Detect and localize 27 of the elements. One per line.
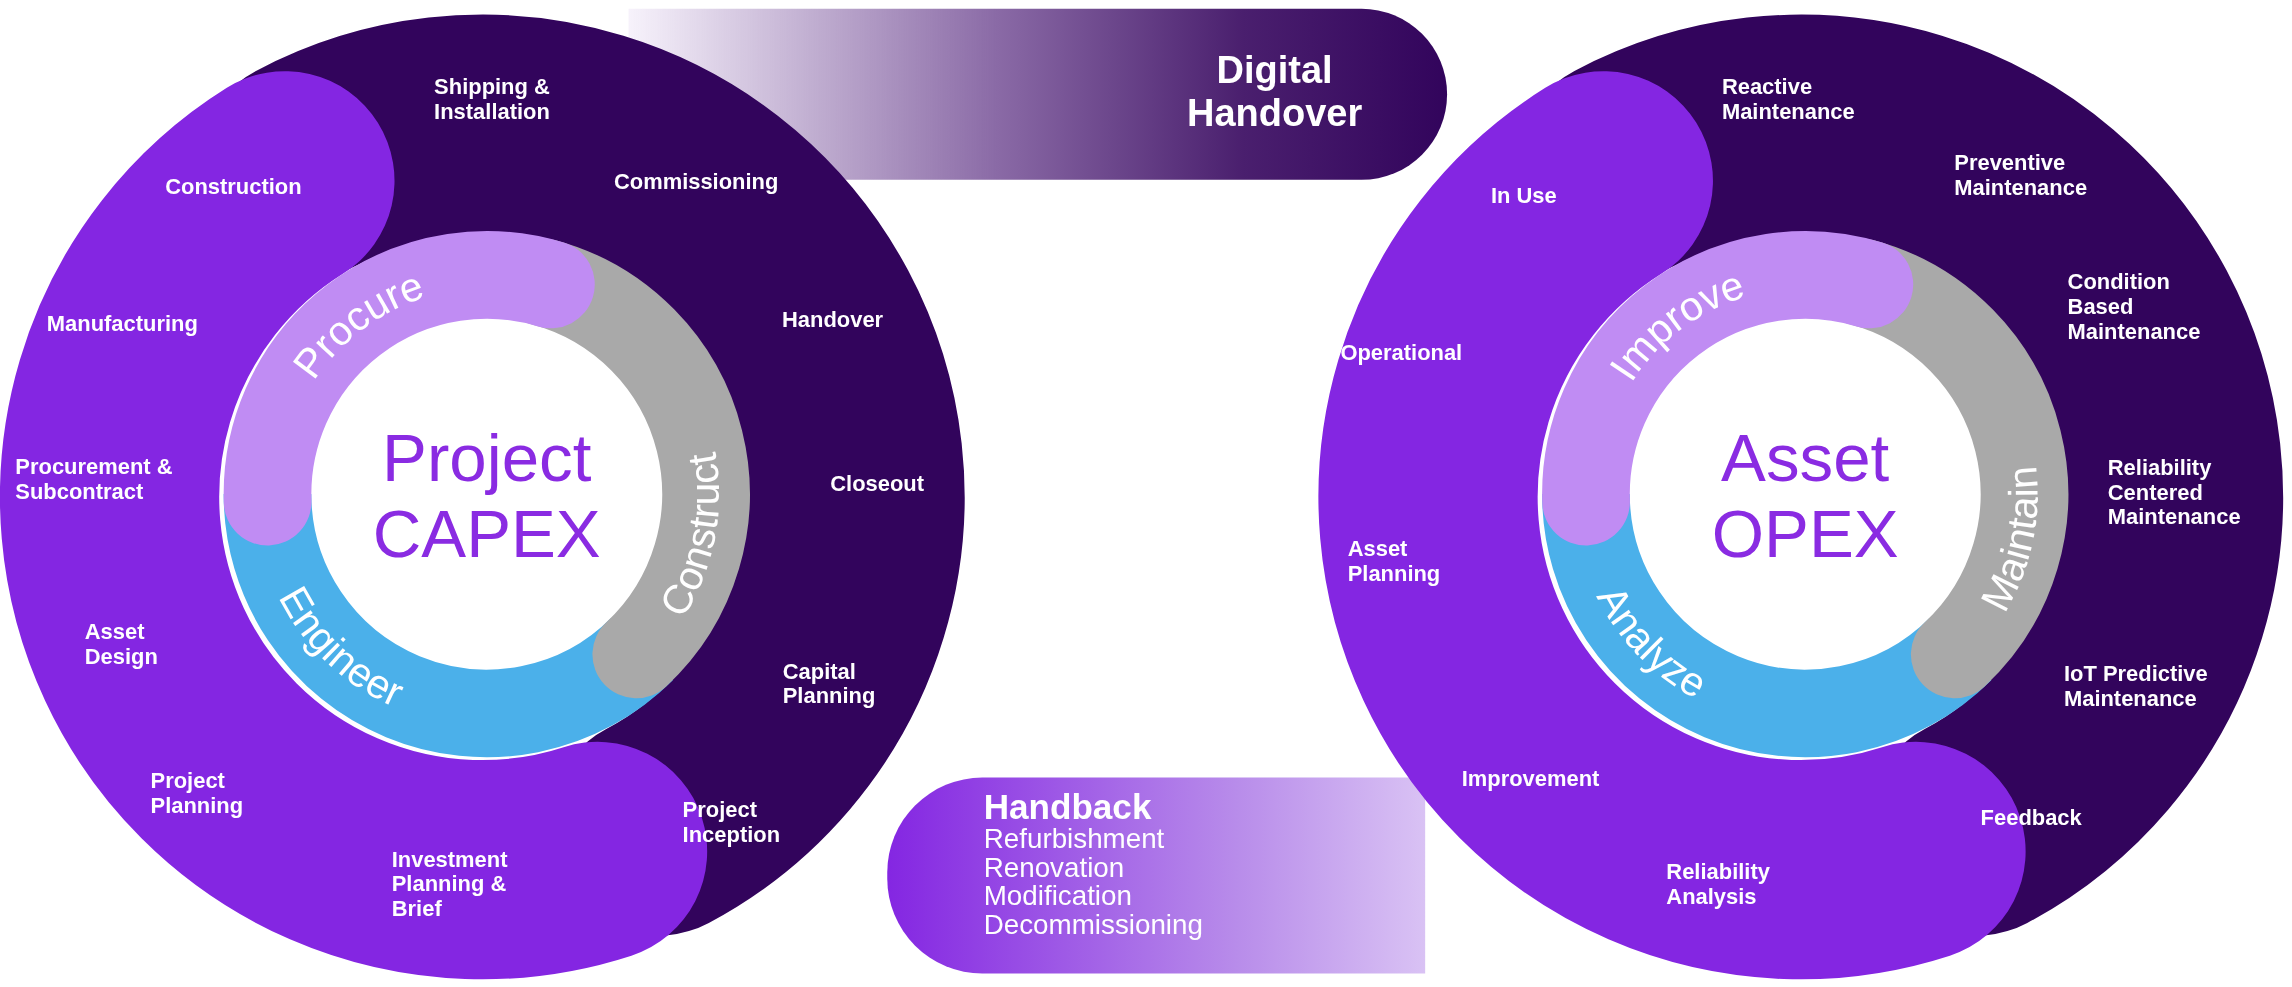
phase-label: IoT Predictive Maintenance: [2063, 662, 2209, 712]
phase-label: Investment Planning & Brief: [391, 847, 509, 922]
phase-label: Feedback: [1980, 806, 2083, 831]
band-heading: Handback: [983, 789, 1152, 826]
phase-label: In Use: [1490, 183, 1558, 209]
phase-label: Operational: [1340, 341, 1464, 366]
phase-label: Project Planning: [150, 769, 245, 819]
phase-label: Project Inception: [682, 798, 782, 848]
phase-label: Improvement: [1461, 766, 1601, 792]
band-item: Modification: [983, 881, 1132, 911]
phase-label: Procurement & Subcontract: [15, 454, 174, 504]
phase-label: Reliability Analysis: [1666, 859, 1771, 909]
phase-label: Reactive Maintenance: [1721, 74, 1856, 124]
band-item: Decommissioning: [983, 910, 1203, 939]
phase-label: Shipping & Installation: [434, 74, 551, 124]
phase-label: Preventive Maintenance: [1954, 150, 2089, 200]
band-item: Renovation: [983, 853, 1125, 882]
phase-label: Manufacturing: [46, 312, 199, 337]
phase-label: Reliability Centered Maintenance: [2107, 455, 2242, 530]
phase-label: Capital Planning: [782, 659, 877, 709]
phase-label: Asset Design: [84, 620, 159, 670]
band-item: Refurbishment: [983, 825, 1165, 854]
phase-label: Construction: [165, 174, 303, 200]
phase-label: Condition Based Maintenance: [2067, 270, 2202, 344]
phase-label: Closeout: [830, 471, 926, 497]
phase-label: Handover: [782, 307, 885, 333]
phase-label: Asset Planning: [1347, 536, 1442, 586]
